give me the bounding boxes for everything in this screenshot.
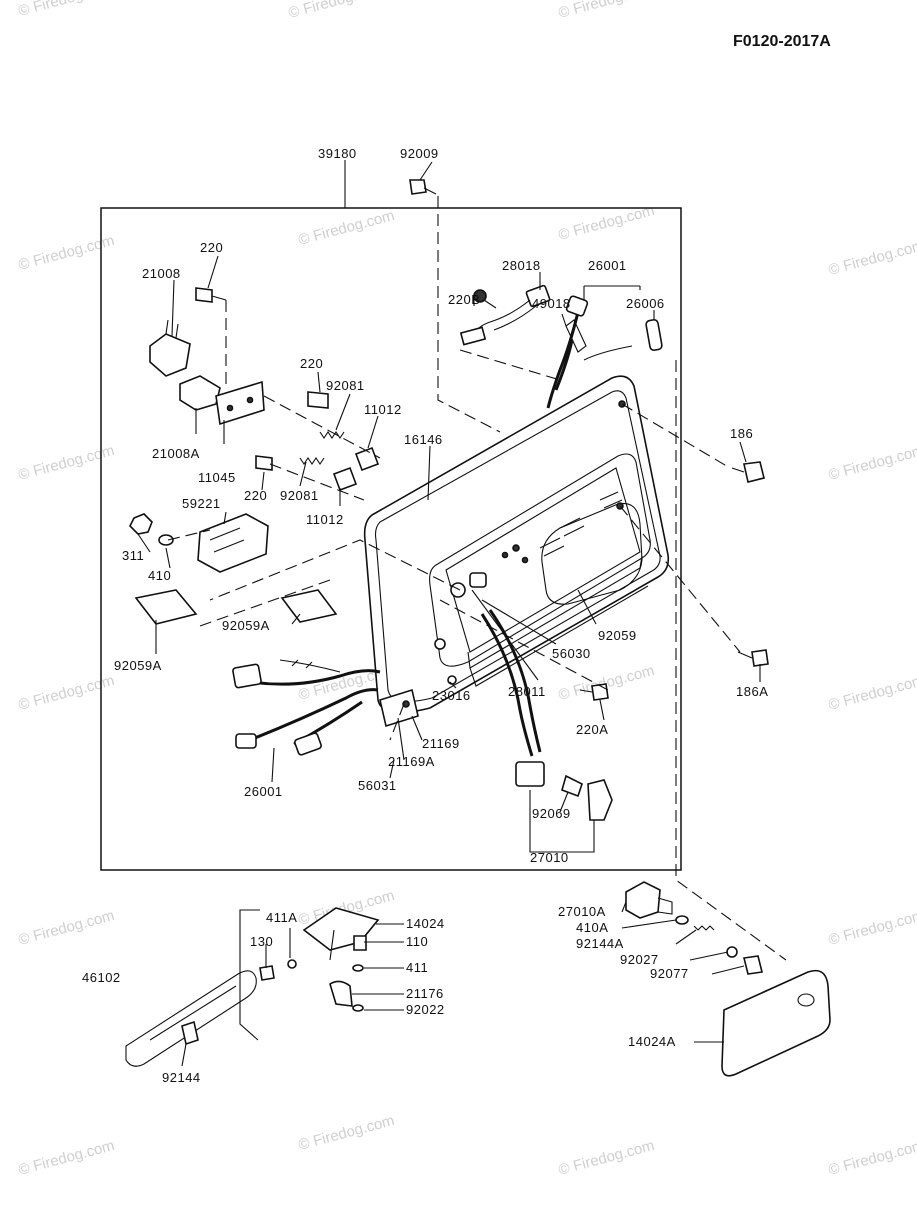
label-49018: 49018 <box>532 296 571 311</box>
upper-harness-drawing <box>459 284 663 409</box>
label-28011: 28011 <box>508 684 546 699</box>
label-26001-top: 26001 <box>588 258 627 273</box>
label-11012-top: 11012 <box>364 402 402 417</box>
label-21169: 21169 <box>422 736 460 751</box>
label-220A: 220A <box>576 722 608 737</box>
label-92081-top: 92081 <box>326 378 365 393</box>
label-39180: 39180 <box>318 146 357 161</box>
part-labels: 39180 92009 28018 26001 220B 49018 26006… <box>82 146 768 1085</box>
label-311: 311 <box>122 548 144 563</box>
label-92069: 92069 <box>532 806 571 821</box>
label-14024: 14024 <box>406 916 445 931</box>
hoses-drawing <box>480 609 613 821</box>
label-28018: 28018 <box>502 258 541 273</box>
label-411: 411 <box>406 960 428 975</box>
label-14024A: 14024A <box>628 1034 676 1049</box>
watermark: © Firedog.com <box>287 0 387 22</box>
watermark: © Firedog.com <box>17 1137 117 1179</box>
watermark: © Firedog.com <box>827 672 917 714</box>
bottom-right-drawing <box>625 881 831 1077</box>
label-27010A: 27010A <box>558 904 606 919</box>
watermark: © Firedog.com <box>17 907 117 949</box>
dashed-assembly-lines <box>167 196 787 961</box>
label-92059: 92059 <box>598 628 637 643</box>
watermark: © Firedog.com <box>557 0 657 22</box>
left-components-drawing <box>129 287 381 756</box>
bottom-left-drawing <box>125 907 380 1067</box>
label-220B: 220B <box>448 292 480 307</box>
label-92027: 92027 <box>620 952 659 967</box>
watermark: © Firedog.com <box>827 907 917 949</box>
label-130: 130 <box>250 934 273 949</box>
label-92081-low: 92081 <box>280 488 319 503</box>
label-186: 186 <box>730 426 753 441</box>
label-186A: 186A <box>736 684 768 699</box>
watermark: © Firedog.com <box>557 1137 657 1179</box>
label-220-top: 220 <box>200 240 223 255</box>
label-92022: 92022 <box>406 1002 445 1017</box>
label-11045: 11045 <box>198 470 236 485</box>
leader-lines <box>137 160 761 1067</box>
label-11012-low: 11012 <box>306 512 344 527</box>
label-59221: 59221 <box>182 496 221 511</box>
label-92059A-left: 92059A <box>114 658 162 673</box>
label-110: 110 <box>406 934 428 949</box>
label-92077: 92077 <box>650 966 689 981</box>
label-21008: 21008 <box>142 266 181 281</box>
label-411A: 411A <box>266 910 297 925</box>
watermark: © Firedog.com <box>17 0 117 20</box>
label-27010: 27010 <box>530 850 569 865</box>
document-code: F0120-2017A <box>733 33 831 50</box>
label-21008A: 21008A <box>152 446 200 461</box>
label-92144: 92144 <box>162 1070 201 1085</box>
label-56031: 56031 <box>358 778 397 793</box>
watermark: © Firedog.com <box>297 207 397 249</box>
watermark: © Firedog.com <box>297 1112 397 1154</box>
label-410A: 410A <box>576 920 608 935</box>
label-92009: 92009 <box>400 146 439 161</box>
label-92059A-mid: 92059A <box>222 618 270 633</box>
watermark: © Firedog.com <box>827 1137 917 1179</box>
label-410: 410 <box>148 568 171 583</box>
control-panel-drawing <box>363 375 670 728</box>
label-26001-low: 26001 <box>244 784 283 799</box>
label-23016: 23016 <box>432 688 471 703</box>
label-21176: 21176 <box>406 986 444 1001</box>
assembly-frame <box>100 207 682 871</box>
label-220-mid: 220 <box>300 356 323 371</box>
label-16146: 16146 <box>404 432 443 447</box>
label-26006: 26006 <box>626 296 665 311</box>
label-92144A: 92144A <box>576 936 624 951</box>
label-46102: 46102 <box>82 970 121 985</box>
label-220-low: 220 <box>244 488 267 503</box>
label-21169A: 21169A <box>388 754 435 769</box>
watermark: © Firedog.com <box>827 442 917 484</box>
watermark: © Firedog.com <box>827 237 917 279</box>
label-56030: 56030 <box>552 646 591 661</box>
